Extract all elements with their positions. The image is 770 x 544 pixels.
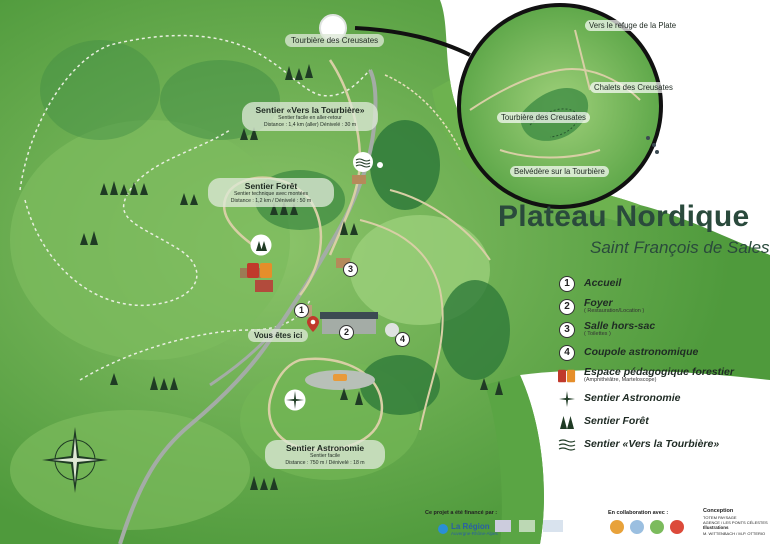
legend-label: Coupole astronomique (584, 345, 699, 358)
illustrations-l1: M. WITTENBACH / M-P. OTTERIO (703, 530, 766, 536)
legend-item-salle: 3 Salle hors-sac( Toilettes ) (558, 318, 758, 341)
tourbiere-label: Tourbière des Creusates (285, 34, 385, 47)
legend-sublabel: (Amphithéâtre, Marteloscope) (584, 377, 657, 384)
legend-item-foret: Sentier Forêt (558, 410, 758, 433)
inset-belvedere-label: Belvédère sur la Tourbière (510, 166, 609, 177)
you-are-here-label: Vous êtes ici (248, 329, 309, 342)
inset-refuge-label: Vers le refuge de la Plate (585, 20, 681, 31)
map-marker-3: 3 (343, 262, 358, 277)
tree-icon (560, 415, 574, 429)
trail-tourbiere-label: Sentier «Vers la Tourbière» Sentier faci… (242, 102, 378, 131)
partner-logos (495, 520, 563, 532)
inset-tourbiere-label: Tourbière des Creusates (497, 112, 590, 123)
compass-rose-icon (42, 427, 108, 493)
funded-by-label: Ce projet a été financé par : (425, 510, 498, 516)
inset-chalets-label: Chalets des Creusates (590, 82, 677, 93)
legend-sublabel: ( Toilettes ) (584, 331, 611, 338)
tree-icon (250, 234, 272, 256)
legend-label: Espace pédagogique forestier (584, 366, 734, 379)
legend-item-foyer: 2 Foyer( Restauration/Location ) (558, 295, 758, 318)
legend-label: Sentier Astronomie (584, 391, 681, 404)
region-name: La Région (451, 522, 490, 531)
map-marker-1: 1 (294, 303, 309, 318)
collab-logos (610, 520, 684, 534)
legend-marker-2: 2 (559, 298, 575, 315)
star-icon (559, 390, 575, 407)
conception-l2: AGENCE / LES PONTS CÉLESTES (703, 519, 768, 525)
legend-sublabel: ( Restauration/Location ) (584, 308, 645, 315)
legend-item-tourbiere: Sentier «Vers la Tourbière» (558, 433, 758, 456)
collab-label: En collaboration avec : (608, 510, 669, 516)
legend-label: Accueil (584, 276, 622, 289)
trail-foret-label: Sentier Forêt Sentier technique avec mon… (208, 178, 334, 207)
legend-label: Foyer (584, 297, 613, 310)
legend-label: Salle hors-sac (584, 320, 656, 333)
trail-astronomie-label: Sentier Astronomie Sentier facile Distan… (265, 440, 385, 469)
legend-item-coupole: 4 Coupole astronomique (558, 341, 758, 364)
page-title: Plateau Nordique (498, 200, 750, 233)
legend-item-astronomie: Sentier Astronomie (558, 387, 758, 410)
legend-label: Sentier «Vers la Tourbière» (584, 437, 720, 450)
legend-label: Sentier Forêt (584, 414, 649, 427)
legend-marker-1: 1 (559, 275, 575, 292)
region-sub: Auvergne-Rhône-Alpes (451, 531, 498, 536)
legend-marker-3: 3 (559, 321, 575, 338)
water-icon (558, 438, 576, 451)
illustrations-title: Illustrations (703, 524, 729, 530)
star-icon (284, 389, 306, 411)
forest-education-icon (558, 369, 576, 382)
legend-marker-4: 4 (559, 344, 575, 361)
region-logo: La Région Auvergne-Rhône-Alpes (438, 522, 498, 536)
conception-title: Conception (703, 508, 734, 514)
legend-item-accueil: 1 Accueil (558, 272, 758, 295)
map-marker-4: 4 (395, 332, 410, 347)
legend: 1 Accueil 2 Foyer( Restauration/Location… (558, 272, 758, 456)
page-subtitle: Saint François de Sales (590, 238, 770, 257)
water-icon (353, 152, 373, 172)
forest-education-icon (247, 263, 272, 278)
conception-l1: TOTEM PAYSAGE (703, 514, 737, 520)
location-pin-icon (307, 316, 319, 332)
conception-block: Conception TOTEM PAYSAGE AGENCE / LES PO… (703, 508, 768, 536)
legend-item-espace: Espace pédagogique forestier(Amphithéâtr… (558, 364, 758, 387)
map-marker-2: 2 (339, 325, 354, 340)
